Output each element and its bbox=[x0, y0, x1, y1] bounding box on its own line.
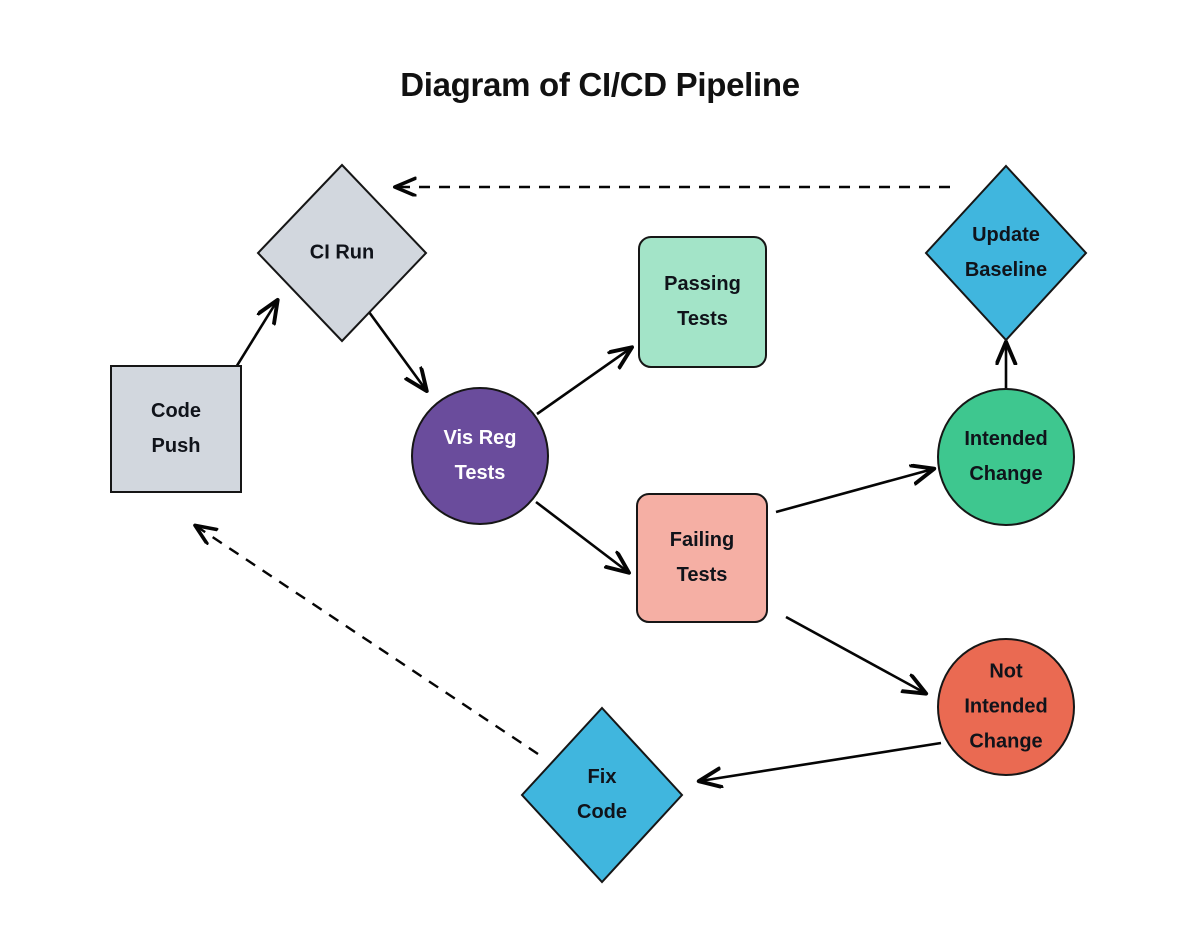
edge-vis-reg-tests-to-failing-tests bbox=[535, 500, 628, 572]
passing-tests-label-line-1: Passing bbox=[664, 273, 741, 295]
not-intended-change-label-line-3: Change bbox=[969, 730, 1042, 752]
ci-run-label-line-1: CI Run bbox=[310, 241, 374, 263]
edge-failing-tests-to-not-intended-change bbox=[785, 615, 925, 693]
fix-code-shape[interactable] bbox=[520, 706, 684, 884]
vis-reg-tests-shape[interactable] bbox=[411, 387, 549, 525]
code-push-shape[interactable] bbox=[110, 365, 242, 493]
failing-tests-label-line-2: Tests bbox=[677, 564, 728, 586]
passing-tests-shape[interactable] bbox=[638, 236, 767, 368]
not-intended-change-label-line-2: Intended bbox=[964, 695, 1047, 717]
passing-tests-label-line-2: Tests bbox=[677, 308, 728, 330]
fix-code-label-line-1: Fix bbox=[588, 766, 617, 788]
update-baseline-label-line-1: Update bbox=[972, 224, 1040, 246]
fix-code-label-line-2: Code bbox=[577, 801, 627, 823]
page-title: Diagram of CI/CD Pipeline bbox=[400, 66, 800, 103]
intended-change-shape[interactable] bbox=[937, 388, 1075, 526]
update-baseline-label-line-2: Baseline bbox=[965, 259, 1047, 281]
not-intended-change-label-line-1: Not bbox=[989, 660, 1023, 682]
intended-change-label-line-1: Intended bbox=[964, 428, 1047, 450]
edges-layer bbox=[196, 187, 1006, 781]
edge-fix-code-to-code-push bbox=[196, 526, 539, 755]
edge-not-intended-change-to-fix-code bbox=[700, 741, 942, 781]
code-push-label-line-1: Code bbox=[151, 400, 201, 422]
node-ci-run[interactable]: CI Run bbox=[256, 163, 428, 343]
failing-tests-label-line-1: Failing bbox=[670, 529, 734, 551]
ci-run-shape[interactable] bbox=[256, 163, 428, 343]
vis-reg-tests-label-line-1: Vis Reg bbox=[444, 427, 517, 449]
vis-reg-tests-label-line-2: Tests bbox=[455, 462, 506, 484]
update-baseline-shape[interactable] bbox=[924, 164, 1088, 342]
edge-vis-reg-tests-to-passing-tests bbox=[536, 348, 631, 416]
intended-change-label-line-2: Change bbox=[969, 463, 1042, 485]
not-intended-change-shape[interactable] bbox=[937, 638, 1075, 776]
code-push-label-line-2: Push bbox=[152, 435, 201, 457]
failing-tests-shape[interactable] bbox=[636, 493, 768, 623]
edge-ci-run-to-vis-reg-tests bbox=[367, 311, 426, 390]
edge-failing-tests-to-intended-change bbox=[775, 469, 933, 514]
